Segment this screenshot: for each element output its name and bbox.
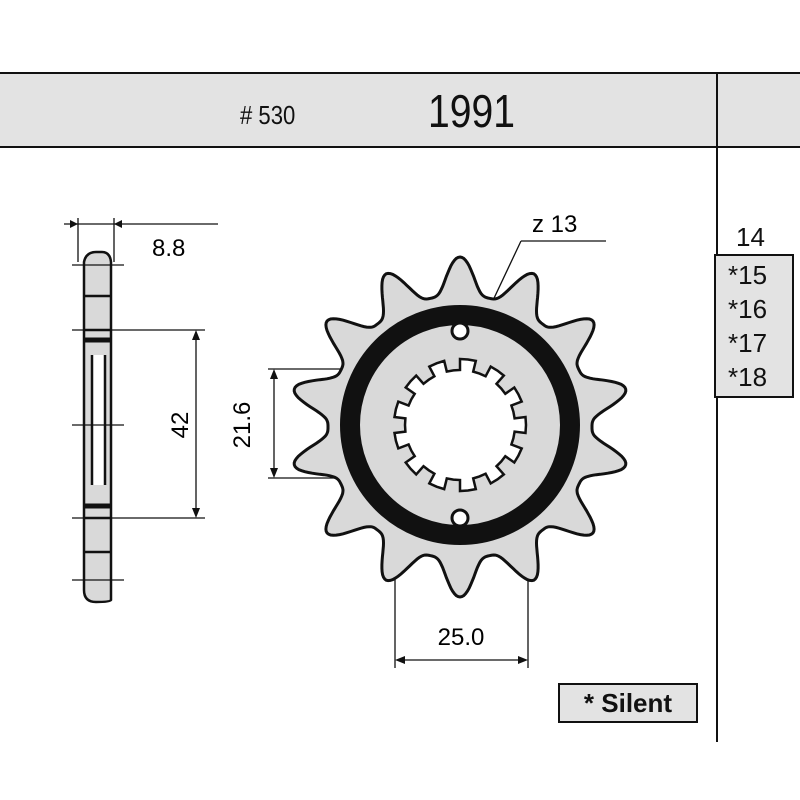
silent-legend: * Silent <box>558 683 698 723</box>
arrowheads <box>70 220 528 664</box>
width-dimension: 8.8 <box>152 235 185 262</box>
silent-rubber-ring <box>340 305 580 545</box>
bolt-hole <box>450 508 470 528</box>
spline-bore <box>393 357 528 493</box>
bolt-hole <box>450 321 470 341</box>
side-profile <box>82 250 113 604</box>
chain-pitch: # 530 <box>240 100 296 130</box>
teeth-option: *16 <box>728 294 768 324</box>
part-number: 1991 <box>428 85 515 137</box>
teeth-standard: 14 <box>736 222 765 252</box>
column-divider <box>716 72 718 742</box>
teeth-option: *17 <box>728 328 768 358</box>
spline-count: z 13 <box>532 211 577 238</box>
teeth-option: *15 <box>728 260 768 290</box>
title-band <box>0 72 800 148</box>
hole-spacing-dimension: 42 <box>167 412 194 439</box>
teeth-option: *18 <box>728 362 768 392</box>
spline-outer-dimension: 25.0 <box>438 624 485 651</box>
spline-inner-dimension: 21.6 <box>229 402 256 449</box>
silent-teeth-list: *15 *16 *17 *18 <box>714 254 794 398</box>
